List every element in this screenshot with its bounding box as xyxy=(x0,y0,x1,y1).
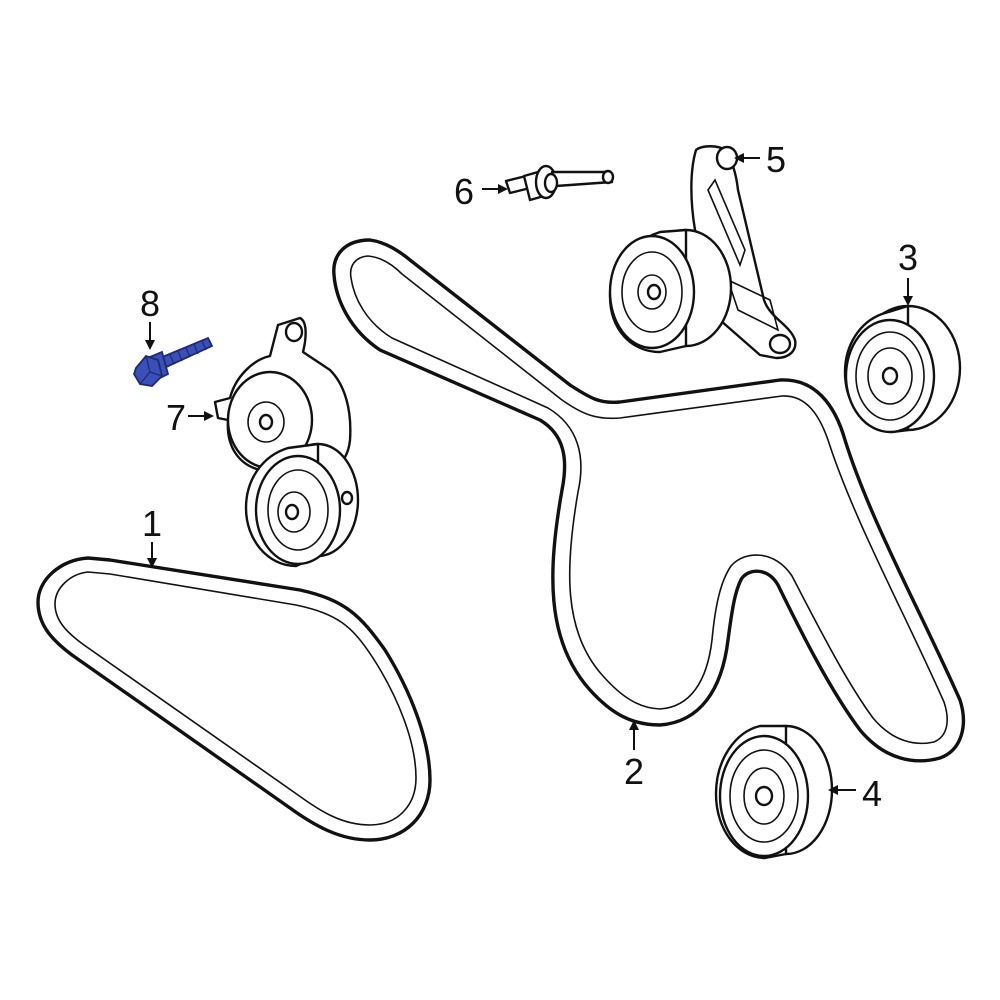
callout-3: 3 xyxy=(898,237,919,278)
belt-tensioner-part-7[interactable] xyxy=(213,316,360,568)
callout-5: 5 xyxy=(766,139,787,180)
idler-pulley-part-3[interactable] xyxy=(843,304,962,434)
arrow-1 xyxy=(147,558,157,568)
callout-2: 2 xyxy=(624,751,645,792)
callout-7: 7 xyxy=(166,397,187,438)
leader-lines xyxy=(145,153,913,795)
arrow-5 xyxy=(734,153,744,163)
arrow-6 xyxy=(498,184,508,194)
callout-6: 6 xyxy=(454,171,475,212)
arrow-7 xyxy=(204,411,214,421)
callout-8: 8 xyxy=(140,283,161,324)
serpentine-belt-part-2[interactable] xyxy=(332,238,965,763)
bolt-part-8[interactable] xyxy=(133,336,214,387)
callout-1: 1 xyxy=(142,503,163,544)
arrow-4 xyxy=(828,785,838,795)
stud-bolt-part-6[interactable] xyxy=(504,164,615,202)
arrow-3 xyxy=(903,296,913,306)
idler-pulley-part-4[interactable] xyxy=(714,724,834,860)
tensioner-bracket-part-5[interactable] xyxy=(608,145,797,360)
arrow-8 xyxy=(145,340,155,350)
callout-4: 4 xyxy=(862,773,883,814)
arrow-2 xyxy=(629,720,639,730)
accessory-belt-part-1[interactable] xyxy=(36,556,432,842)
